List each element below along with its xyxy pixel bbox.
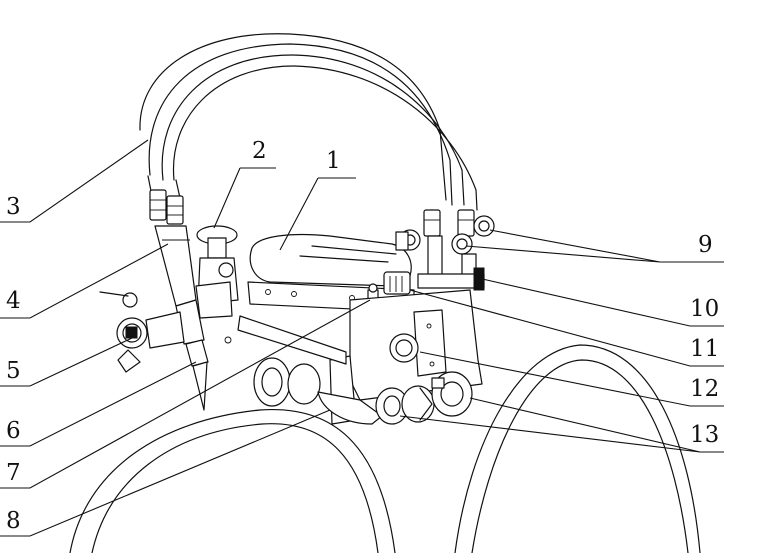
pipe-outline [69, 344, 701, 553]
rollers [253, 357, 473, 425]
torch-valve-knob [99, 291, 185, 373]
callout-1: 1 [326, 148, 341, 174]
callout-7: 7 [6, 460, 21, 486]
callout-2: 2 [252, 138, 267, 164]
callout-13: 13 [690, 422, 719, 448]
right-valve-assembly [395, 209, 495, 291]
callout-9: 9 [698, 232, 713, 258]
callout-11: 11 [690, 336, 719, 362]
callout-3: 3 [6, 194, 21, 220]
callout-4: 4 [6, 288, 21, 314]
callout-10: 10 [690, 296, 719, 322]
regulator-valve [195, 225, 239, 319]
callout-5: 5 [6, 358, 21, 384]
gas-hoses [139, 33, 478, 211]
callout-6: 6 [6, 418, 21, 444]
leader-lines [0, 139, 724, 537]
callout-labels: 1 2 3 4 5 6 7 8 9 10 11 12 13 [6, 138, 719, 534]
callout-8: 8 [6, 508, 21, 534]
callout-12: 12 [690, 376, 719, 402]
hose-fittings-left [149, 189, 184, 225]
